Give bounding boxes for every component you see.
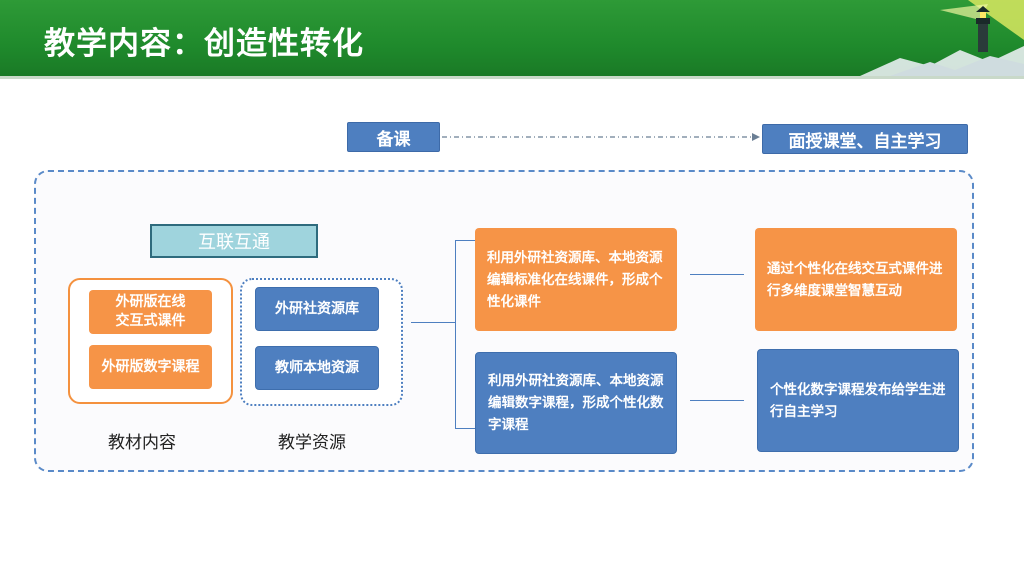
online-courseware-box: 外研版在线 交互式课件 (89, 290, 212, 334)
interconnect-label: 互联互通 (150, 224, 318, 258)
connector-top (455, 240, 475, 241)
header-divider (0, 76, 1024, 79)
self-study-outcome: 个性化数字课程发布给学生进行自主学习 (757, 349, 959, 452)
personalized-digital-course-step: 利用外研社资源库、本地资源编辑数字课程，形成个性化数字课程 (475, 352, 677, 454)
connector-branch (455, 240, 456, 428)
teaching-learning-tag: 面授课堂、自主学习 (762, 124, 968, 154)
lighthouse-landscape-icon (860, 0, 1024, 76)
materials-caption: 教材内容 (108, 433, 176, 453)
connector-outcome-top (690, 274, 744, 275)
fltrp-resource-library-box: 外研社资源库 (255, 287, 379, 331)
header-bar: 教学内容：创造性转化 (0, 0, 1024, 76)
personalized-courseware-step: 利用外研社资源库、本地资源编辑标准化在线课件，形成个性化课件 (475, 228, 677, 331)
classroom-interaction-outcome: 通过个性化在线交互式课件进行多维度课堂智慧互动 (755, 228, 957, 331)
connector-outcome-bottom (690, 400, 744, 401)
page-title: 教学内容：创造性转化 (44, 26, 364, 62)
prepare-lesson-tag: 备课 (347, 122, 440, 152)
teacher-local-resources-box: 教师本地资源 (255, 346, 379, 390)
resources-caption: 教学资源 (278, 433, 346, 453)
connector-main (411, 322, 455, 323)
flow-arrow (442, 133, 760, 141)
connector-bottom (455, 428, 475, 429)
digital-course-box: 外研版数字课程 (89, 345, 212, 389)
